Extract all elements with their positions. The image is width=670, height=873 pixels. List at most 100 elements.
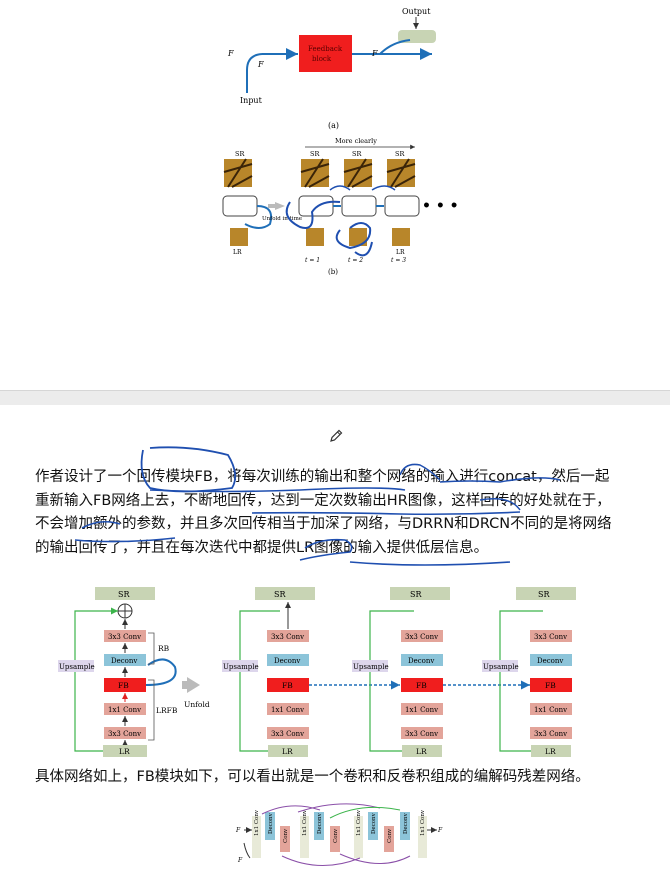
model-box-t1 xyxy=(298,195,334,217)
svg-text:Deconv: Deconv xyxy=(274,657,300,665)
svg-text:1x1 Conv: 1x1 Conv xyxy=(108,706,141,714)
svg-text:FB: FB xyxy=(416,681,427,690)
butterfly-sr1-image xyxy=(300,158,330,188)
sr2-label: SR xyxy=(352,150,362,158)
t3-label: t = 3 xyxy=(391,257,406,264)
paragraph-line-2: 重新输入FB网络上去，不断地回传，达到一定次数输出HR图像，这样回传的好处就在于… xyxy=(35,492,611,509)
svg-text:LRFB: LRFB xyxy=(156,706,178,715)
svg-text:LR: LR xyxy=(119,747,130,756)
sr1-label: SR xyxy=(310,150,320,158)
input-label: Input xyxy=(240,96,263,105)
sr3-label: SR xyxy=(395,150,405,158)
upsample-block xyxy=(58,660,94,672)
svg-text:Conv: Conv xyxy=(283,828,289,843)
svg-text:Deconv: Deconv xyxy=(408,657,434,665)
lr-block xyxy=(103,745,147,757)
unrolled-step-3: SR 3x3 Conv Deconv FB 1x1 Conv 3x3 Conv … xyxy=(482,587,576,757)
unrolled-step-2: SR 3x3 Conv Deconv FB 1x1 Conv 3x3 Conv … xyxy=(352,587,530,757)
output-label: Output xyxy=(402,7,431,16)
unfold-label: Unfold in time xyxy=(262,216,302,222)
folded-network: SR 3x3 Conv Deconv FB 1x1 Conv 3x3 Conv … xyxy=(58,587,178,757)
figure-b: More clearly SR SR SR SR Unfold in time … xyxy=(222,137,459,276)
feedback-block xyxy=(299,35,352,72)
svg-text:F: F xyxy=(437,827,443,834)
svg-text:Unfold: Unfold xyxy=(184,700,210,709)
svg-text:F: F xyxy=(235,827,241,834)
lr3-label: LR xyxy=(396,249,405,256)
svg-text:F: F xyxy=(237,857,243,864)
svg-text:Upsample: Upsample xyxy=(59,663,95,671)
svg-text:LR: LR xyxy=(282,747,293,756)
figure-d-fb-module: F F 1x1 Conv Deconv Conv 1x1 Conv Deconv… xyxy=(235,803,443,866)
svg-text:Deconv: Deconv xyxy=(268,812,274,834)
t2-label: t = 2 xyxy=(348,257,363,264)
conv3-block xyxy=(104,630,146,642)
svg-text:LR: LR xyxy=(545,747,556,756)
butterfly-sr-image xyxy=(223,158,253,188)
conv1-block xyxy=(104,703,146,715)
paragraph-line-1: 作者设计了一个回传模块FB，将每次训练的输出和整个网络的输入进行concat，然… xyxy=(35,469,610,485)
fin-label: F xyxy=(257,60,264,69)
lr-image-t2 xyxy=(349,228,367,246)
fout-label: F xyxy=(371,49,378,58)
more-clearly-label: More clearly xyxy=(335,137,377,145)
lr-image-t1 xyxy=(306,228,324,246)
model-box-t2 xyxy=(341,195,377,217)
figure-c-network: SR 3x3 Conv Deconv FB 1x1 Conv 3x3 Conv … xyxy=(58,587,576,757)
svg-text:1x1 Conv: 1x1 Conv xyxy=(254,809,260,836)
caption-b: (b) xyxy=(328,268,338,276)
svg-text:Deconv: Deconv xyxy=(403,812,409,834)
feedback-label-1: Feedback xyxy=(308,45,343,53)
svg-text:1x1 Conv: 1x1 Conv xyxy=(356,809,362,836)
deconv-block xyxy=(104,654,146,666)
fb-block xyxy=(104,678,146,692)
lr-image xyxy=(230,228,248,246)
fout-prev-label: F xyxy=(227,49,234,58)
svg-text:3x3 Conv: 3x3 Conv xyxy=(271,730,304,738)
lr-image-t3 xyxy=(392,228,410,246)
sr-block xyxy=(95,587,155,600)
svg-text:Deconv: Deconv xyxy=(371,812,377,834)
main-paragraph: 作者设计了一个回传模块FB，将每次训练的输出和整个网络的输入进行concat，然… xyxy=(35,466,635,560)
svg-text:SR: SR xyxy=(538,590,550,599)
svg-text:FB: FB xyxy=(545,681,556,690)
page-break xyxy=(0,390,670,406)
unfold-big-arrow-icon xyxy=(187,677,200,693)
unfold-arrow-icon xyxy=(275,202,285,210)
conv3b-block xyxy=(104,727,146,739)
pencil-icon[interactable] xyxy=(328,428,344,444)
svg-text:Upsample: Upsample xyxy=(223,663,259,671)
svg-text:FB: FB xyxy=(282,681,293,690)
sr-label: SR xyxy=(235,150,245,158)
svg-text:Deconv: Deconv xyxy=(537,657,563,665)
svg-text:1x1 Conv: 1x1 Conv xyxy=(302,809,308,836)
svg-text:FB: FB xyxy=(118,681,129,690)
svg-text:3x3 Conv: 3x3 Conv xyxy=(108,633,141,641)
butterfly-sr3-image xyxy=(386,158,416,188)
svg-text:RB: RB xyxy=(158,644,170,653)
continuation-dots: • • • xyxy=(422,198,459,214)
paragraph-line-3: 不会增加额外的参数，并且多次回传相当于加深了网络，与DRRN和DRCN不同的是将… xyxy=(35,516,612,532)
svg-text:SR: SR xyxy=(410,590,422,599)
svg-text:1x1 Conv: 1x1 Conv xyxy=(420,809,426,836)
caption-a: (a) xyxy=(328,121,339,130)
svg-text:1x1 Conv: 1x1 Conv xyxy=(405,706,438,714)
svg-text:SR: SR xyxy=(118,590,130,599)
butterfly-sr2-image xyxy=(343,158,373,188)
feedback-label-2: block xyxy=(312,55,332,63)
svg-text:Upsample: Upsample xyxy=(353,663,389,671)
lr-label: LR xyxy=(233,249,242,256)
t1-label: t = 1 xyxy=(305,257,320,264)
svg-text:3x3 Conv: 3x3 Conv xyxy=(534,730,567,738)
svg-text:3x3 Conv: 3x3 Conv xyxy=(108,730,141,738)
paragraph-line-4: 的输出回传了，并且在每次迭代中都提供LR图像的输入提供低层信息。 xyxy=(35,539,489,556)
svg-text:Deconv: Deconv xyxy=(111,657,137,665)
svg-text:3x3 Conv: 3x3 Conv xyxy=(405,633,438,641)
svg-text:Conv: Conv xyxy=(333,828,339,843)
model-box-t3 xyxy=(384,195,420,217)
svg-text:Upsample: Upsample xyxy=(483,663,519,671)
svg-text:3x3 Conv: 3x3 Conv xyxy=(271,633,304,641)
model-box xyxy=(222,195,258,217)
svg-text:Deconv: Deconv xyxy=(317,812,323,834)
unrolled-step-1: SR 3x3 Conv Deconv FB 1x1 Conv 3x3 Conv … xyxy=(222,587,400,757)
